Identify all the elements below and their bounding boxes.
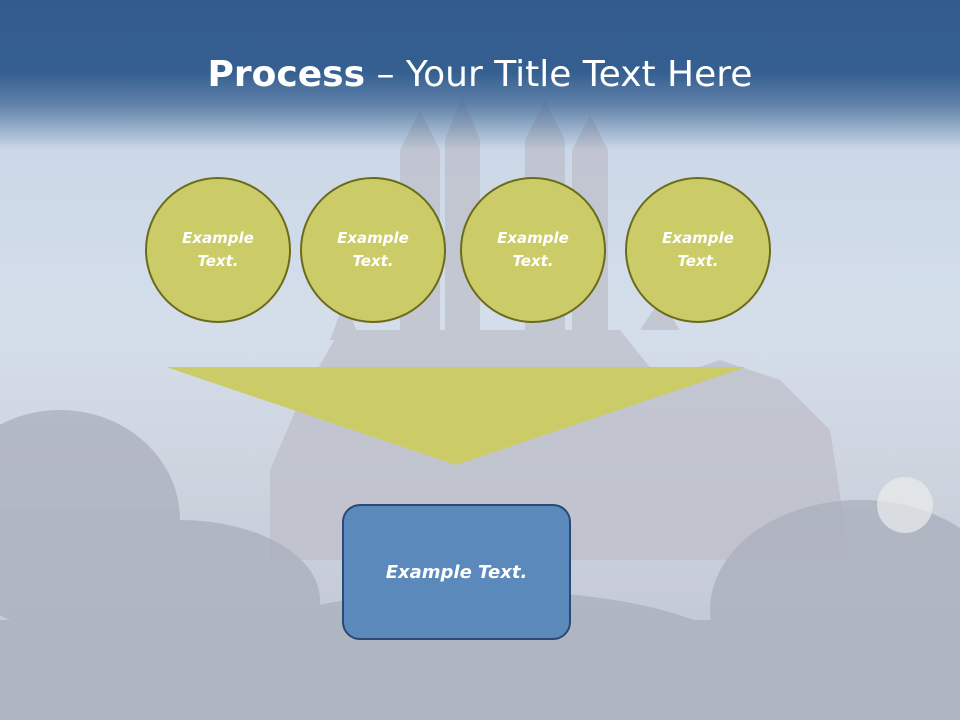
title-rest: – Your Title Text Here — [365, 54, 753, 95]
step-label: Example Text. — [337, 229, 409, 270]
funnel-arrow — [166, 367, 746, 465]
step-circle-3: Example Text. — [460, 177, 606, 323]
step-label: Example Text. — [662, 229, 734, 270]
step-label: Example Text. — [182, 229, 254, 270]
slide-title: Process – Your Title Text Here — [0, 52, 960, 98]
title-bold: Process — [207, 54, 366, 95]
result-box: Example Text. — [342, 504, 571, 640]
step-circle-2: Example Text. — [300, 177, 446, 323]
step-label: Example Text. — [497, 229, 569, 270]
step-circle-1: Example Text. — [145, 177, 291, 323]
title-band — [0, 0, 960, 150]
step-circle-4: Example Text. — [625, 177, 771, 323]
result-label: Example Text. — [385, 561, 528, 583]
